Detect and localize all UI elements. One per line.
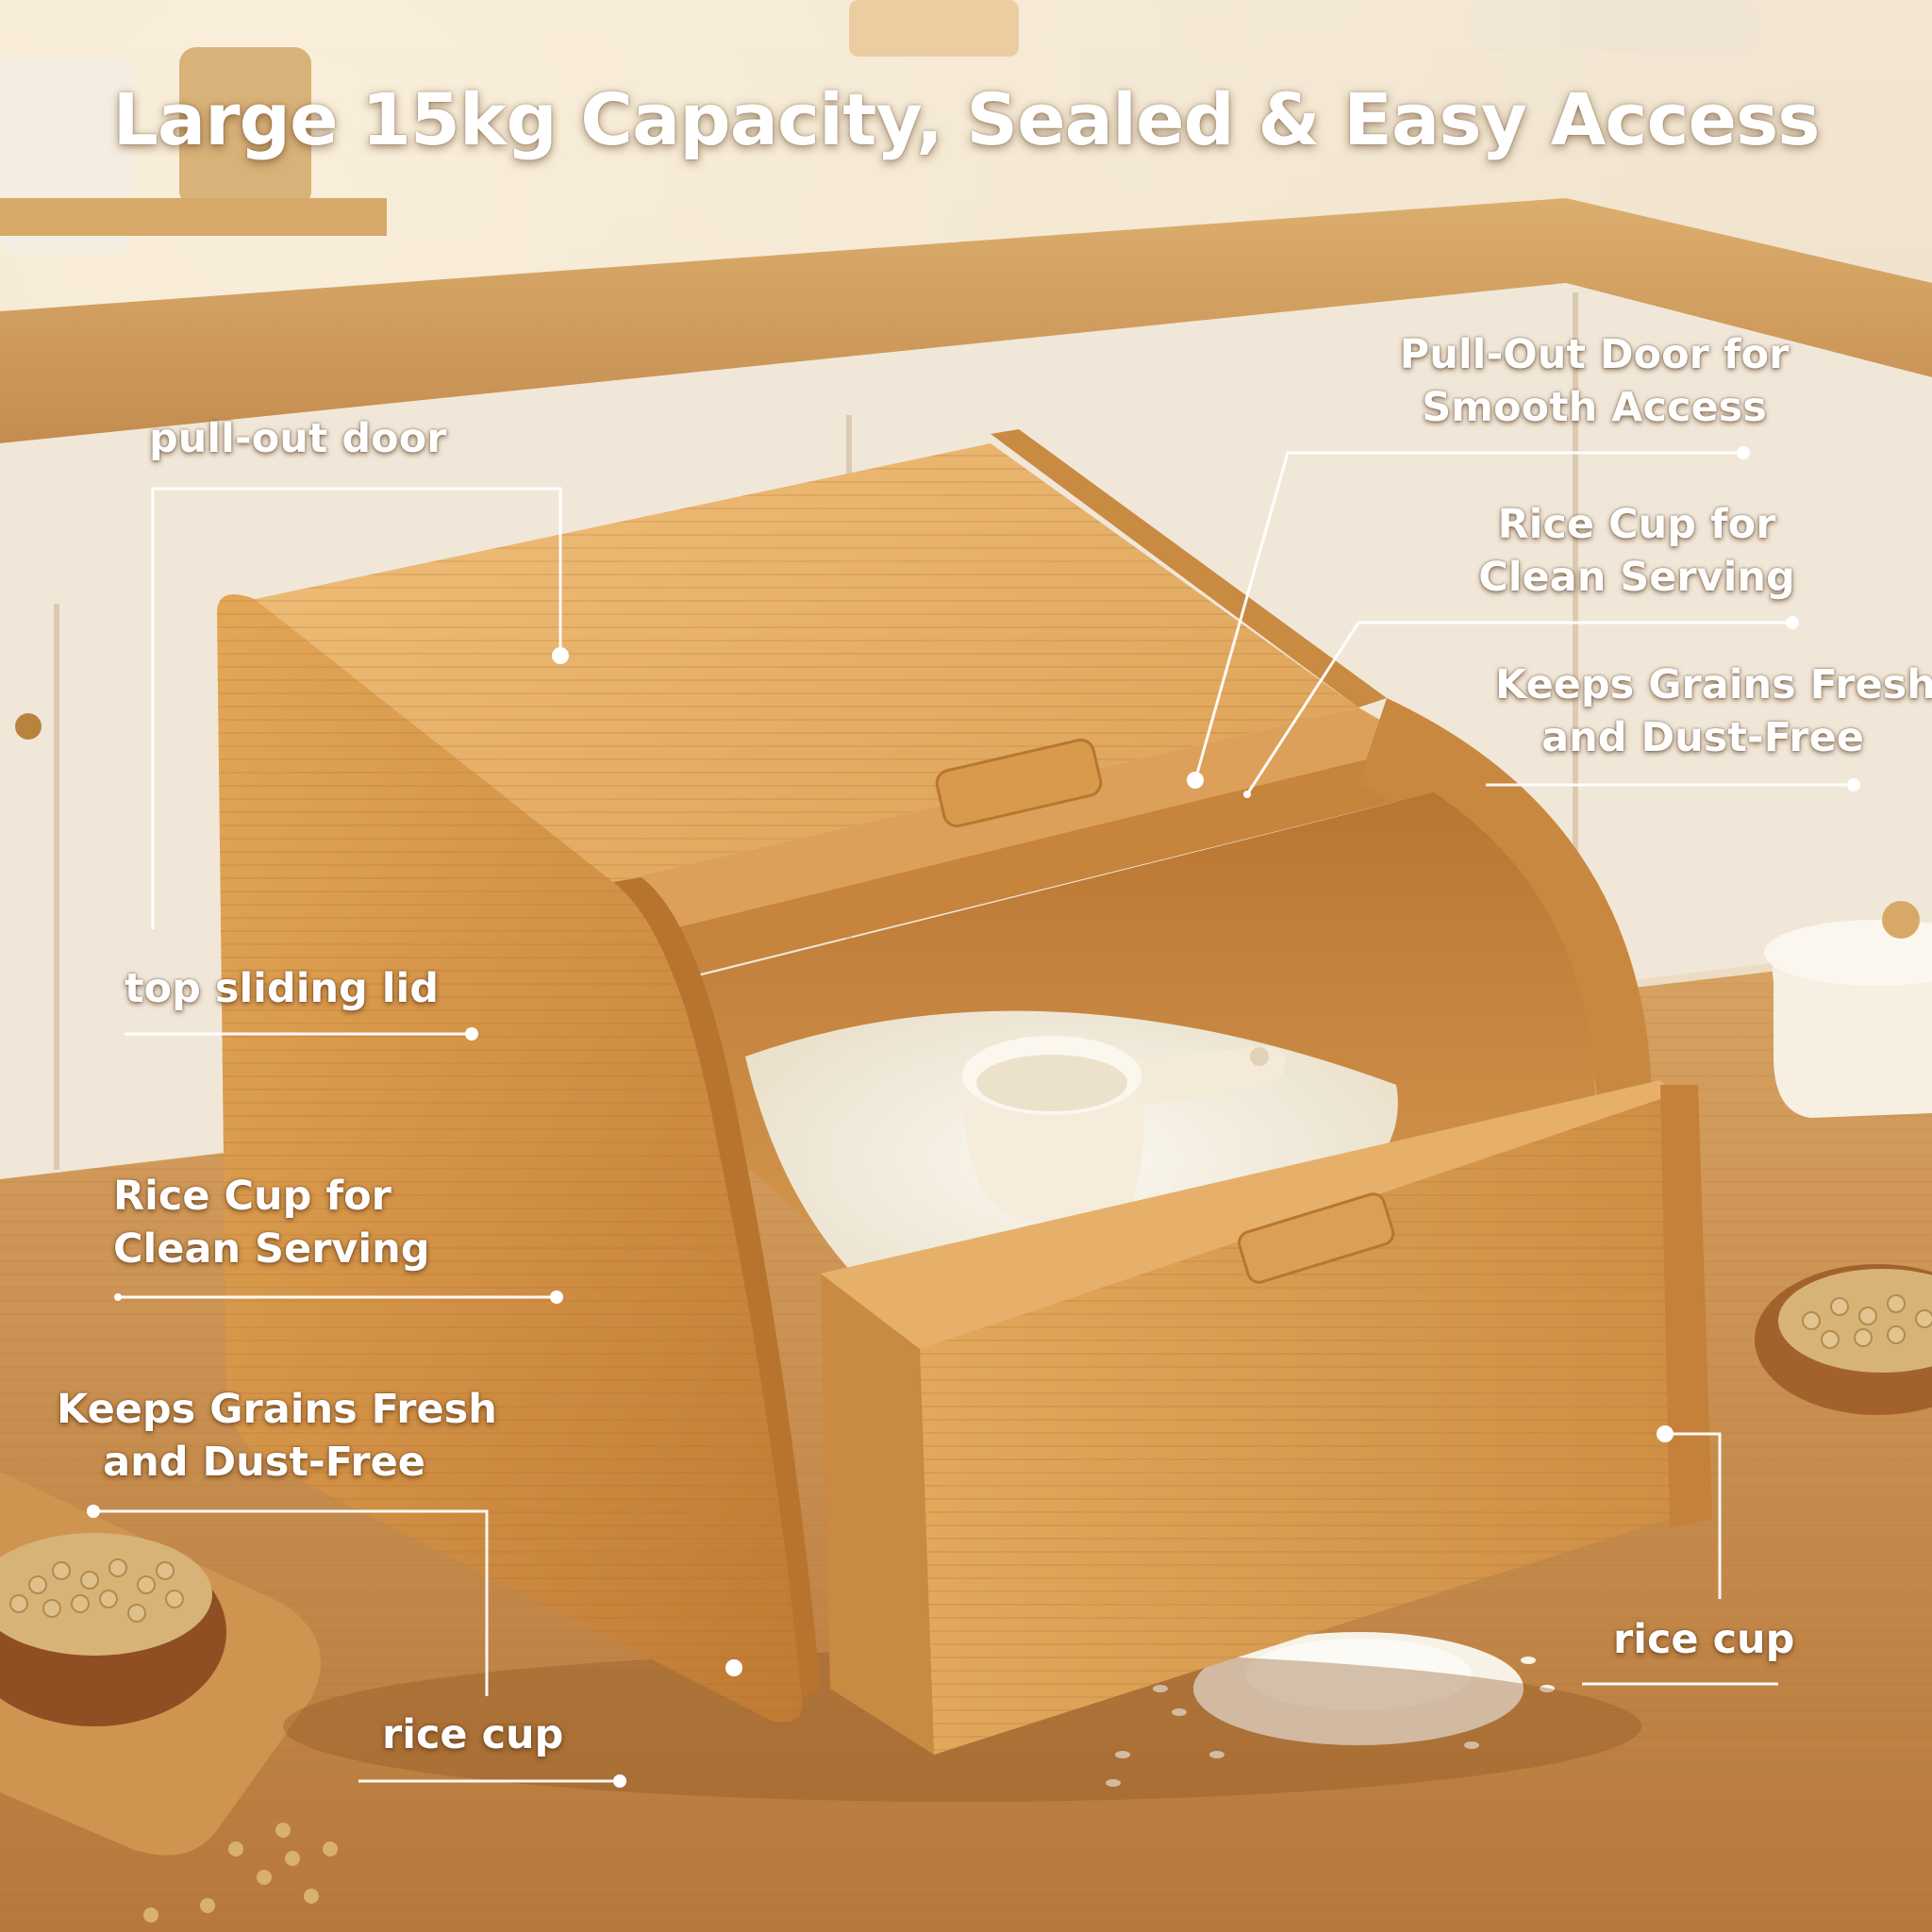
callout-pull-out-door-smooth-access: Pull-Out Door for Smooth Access (1387, 328, 1802, 434)
callout-rice-cup-short-left-text: rice cup (382, 1711, 564, 1758)
callout-rice-cup-left: Rice Cup for Clean Serving (113, 1170, 430, 1275)
lid-handle (935, 738, 1103, 828)
callout-rice-cup-short-left: rice cup (382, 1708, 563, 1761)
spilled-rice-pile (1106, 1632, 1555, 1787)
callout-line-1: Pull-Out Door for (1399, 331, 1790, 378)
callout-line-2: Clean Serving (113, 1225, 430, 1273)
callout-keeps-fresh-right: Keeps Grains Fresh and Dust-Free (1495, 658, 1932, 764)
callout-line-2: and Dust-Free (103, 1439, 425, 1486)
ceramic-pot (1764, 901, 1932, 1118)
callout-line-1: Keeps Grains Fresh (57, 1386, 497, 1433)
callout-top-sliding-lid-text: top sliding lid (125, 965, 440, 1012)
callout-line-2: Smooth Access (1422, 384, 1767, 431)
callout-line-2: Clean Serving (1478, 554, 1795, 601)
door-handle (1238, 1192, 1395, 1284)
soybean-bowl-right (1755, 1264, 1932, 1415)
callout-rice-cup-right: Rice Cup for Clean Serving (1457, 498, 1816, 604)
back-countertop (0, 198, 1932, 443)
callout-line-1: Keeps Grains Fresh (1495, 661, 1932, 708)
rice-cup (962, 1036, 1286, 1223)
callout-line-1: Rice Cup for (1497, 501, 1776, 548)
headline: Large 15kg Capacity, Sealed & Easy Acces… (112, 77, 1820, 161)
callout-keeps-fresh-left: Keeps Grains Fresh and Dust-Free (57, 1383, 497, 1489)
back-shelf-jars (0, 0, 1755, 255)
callout-pull-out-door-text: pull-out door (149, 415, 447, 462)
callout-pull-out-door: pull-out door (149, 412, 446, 465)
callout-rice-cup-short-right: rice cup (1613, 1613, 1794, 1666)
callout-top-sliding-lid: top sliding lid (125, 962, 439, 1015)
callout-line-1: Rice Cup for (113, 1173, 391, 1220)
scattered-beans (143, 1823, 338, 1923)
callout-line-2: and Dust-Free (1541, 714, 1864, 761)
callout-rice-cup-short-right-text: rice cup (1613, 1616, 1795, 1663)
